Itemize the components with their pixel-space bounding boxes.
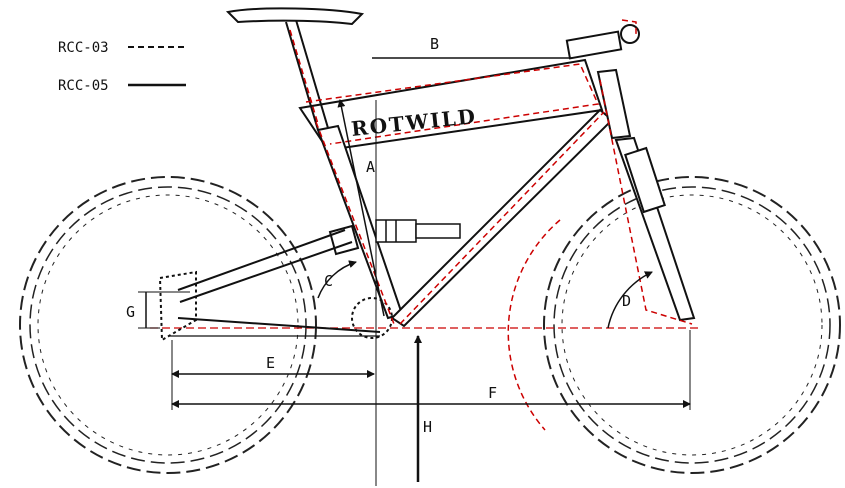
dim-label-g: G xyxy=(126,303,135,321)
legend-label-rcc03: RCC-03 xyxy=(58,40,109,56)
dim-arc-d xyxy=(607,271,653,329)
dim-line-a xyxy=(337,99,385,317)
dim-label-b: B xyxy=(430,35,439,53)
dim-arc-c xyxy=(317,260,357,299)
dim-label-e: E xyxy=(266,354,275,372)
dim-label-c: C xyxy=(324,272,333,290)
dim-label-h: H xyxy=(423,418,432,436)
rear-shock xyxy=(375,219,461,243)
dim-label-a: A xyxy=(366,158,375,176)
saddle xyxy=(225,7,365,26)
rear-wheel xyxy=(19,176,317,474)
frame-rcc05 xyxy=(158,19,696,342)
dim-label-d: D xyxy=(622,292,631,310)
front-wheel xyxy=(543,176,841,474)
legend: RCC-03 RCC-05 xyxy=(58,40,186,94)
frame-rcc03 xyxy=(289,19,693,325)
legend-label-rcc05: RCC-05 xyxy=(58,78,109,94)
front-wheel-alt-arc xyxy=(507,219,561,431)
dim-label-f: F xyxy=(488,384,497,402)
